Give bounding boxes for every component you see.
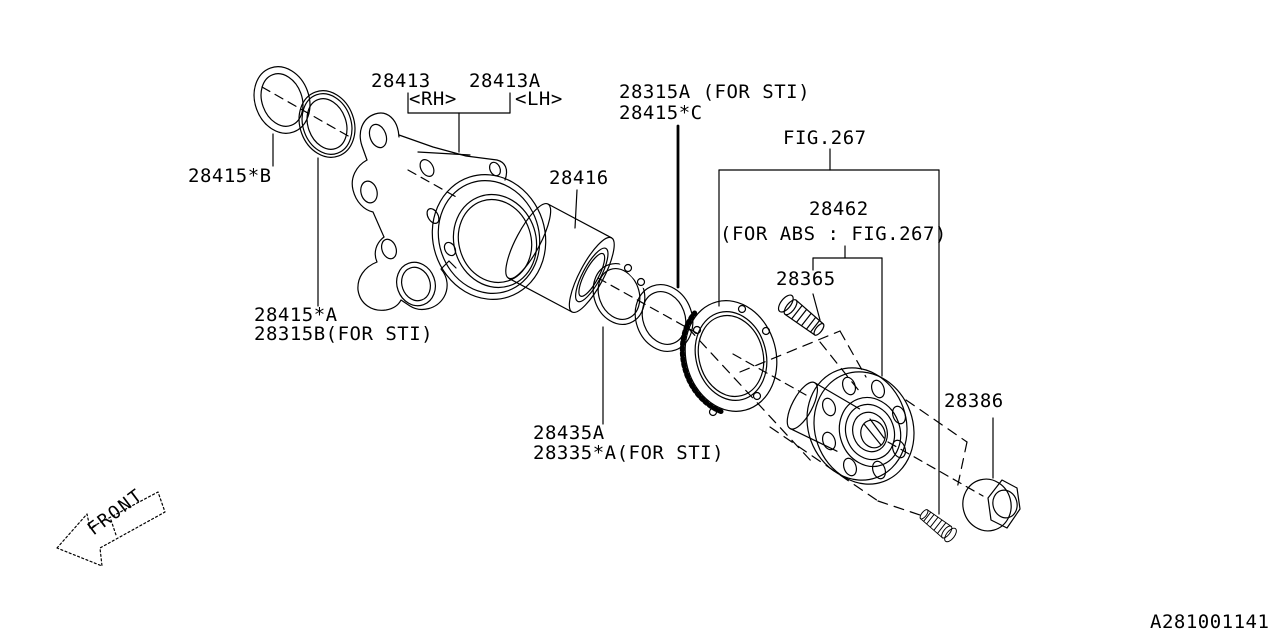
projection-lines bbox=[687, 327, 968, 518]
drawing-number: A281001141 bbox=[1150, 611, 1270, 633]
label-bearing: 28416 bbox=[549, 167, 609, 189]
inner-seal-drawing bbox=[298, 90, 356, 158]
hub-drawing bbox=[786, 367, 915, 485]
label-knuckle-rh: 28413 bbox=[371, 70, 431, 92]
label-knuckle-lh-side: <LH> bbox=[515, 88, 563, 110]
label-hub-bolt: 28365 bbox=[776, 268, 836, 290]
label-tone-wheel: 28462 bbox=[809, 198, 869, 220]
axis-centerline bbox=[261, 86, 984, 497]
axle-cap-drawing bbox=[962, 478, 1021, 532]
label-inner-seal-2: 28315B(FOR STI) bbox=[254, 323, 434, 345]
knuckle-drawing bbox=[351, 112, 547, 311]
hub-bolt-drawing bbox=[775, 291, 829, 340]
leader-lines bbox=[272, 92, 994, 515]
spindle-bolt-drawing bbox=[916, 506, 960, 545]
label-axle-cap: 28386 bbox=[944, 390, 1004, 412]
side-seal-drawing bbox=[634, 284, 694, 352]
label-knuckle-rh-side: <RH> bbox=[409, 88, 457, 110]
tone-wheel-drawing bbox=[679, 300, 778, 417]
front-arrow-icon bbox=[56, 491, 166, 567]
bearing-drawing bbox=[505, 202, 615, 314]
outer-seal-drawing bbox=[253, 66, 311, 134]
label-inner-seal-1: 28415*A bbox=[254, 304, 338, 326]
label-snap-ring-2: 28335*A(FOR STI) bbox=[533, 442, 725, 464]
label-side-seal-1: 28315A (FOR STI) bbox=[619, 81, 811, 103]
label-side-seal-2: 28415*C bbox=[619, 102, 703, 124]
label-snap-ring-1: 28435A bbox=[533, 422, 605, 444]
label-tone-wheel-note: (FOR ABS : FIG.267) bbox=[720, 223, 947, 245]
snap-ring-drawing bbox=[592, 253, 653, 325]
label-outer-seal: 28415*B bbox=[188, 165, 272, 187]
label-knuckle-lh: 28413A bbox=[469, 70, 541, 92]
label-figure-ref: FIG.267 bbox=[783, 127, 867, 149]
